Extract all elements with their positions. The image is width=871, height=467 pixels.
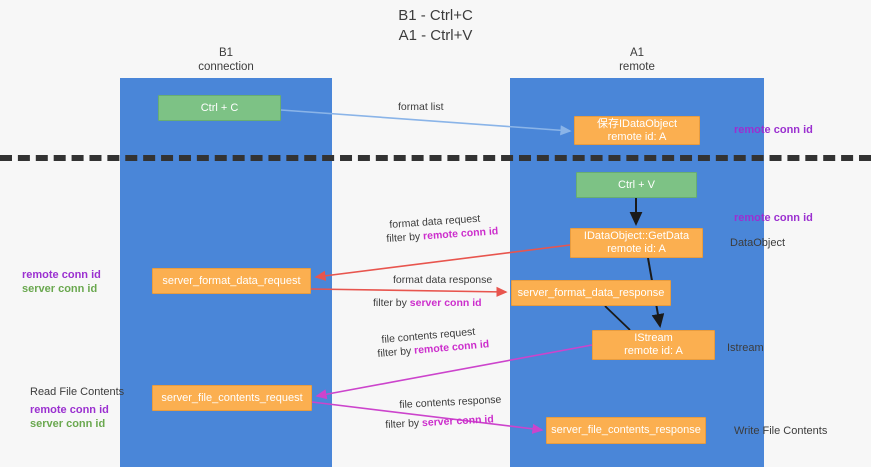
node-istream-remote-id: remote id: A	[624, 345, 683, 357]
node-server-format-data-response-label: server_format_data_response	[517, 286, 665, 299]
node-save-idataobject[interactable]: 保存IDataObject remote id: A	[574, 116, 700, 145]
filter-prefix: filter by	[385, 417, 423, 431]
node-idataobject-getdata-title: IDataObject::GetData	[583, 230, 690, 242]
edge-label-format-data-response-filter: filter by server conn id	[373, 297, 482, 310]
node-server-file-contents-response-label: server_file_contents_response	[551, 424, 701, 436]
annotation-remote-conn-id-top-text: remote conn id	[734, 124, 813, 136]
node-server-format-data-request[interactable]: server_format_data_request	[152, 268, 311, 294]
node-server-file-contents-response[interactable]: server_file_contents_response	[546, 417, 706, 444]
annotation-read-file-contents: Read File Contents	[30, 386, 125, 398]
annotation-write-file-contents: Write File Contents	[734, 424, 827, 438]
annotation-remote-conn-id-mid-text: remote conn id	[734, 212, 813, 224]
annotation-left-remote-conn-id-1: remote conn id	[22, 269, 101, 281]
edge-label-file-contents-response: file contents response	[399, 394, 502, 412]
lane-header-a1: A1 remote	[510, 46, 764, 74]
node-ctrl-v-label: Ctrl + V	[618, 178, 655, 191]
edge-label-format-list-text: format list	[398, 101, 444, 113]
node-ctrl-c[interactable]: Ctrl + C	[158, 95, 281, 121]
node-istream[interactable]: IStream remote id: A	[592, 330, 715, 360]
node-save-idataobject-remote-id: remote id: A	[607, 130, 667, 143]
annotation-write-file-contents-text: Write File Contents	[734, 425, 828, 437]
node-save-idataobject-title: 保存IDataObject	[596, 117, 678, 130]
node-server-format-data-response[interactable]: server_format_data_response	[511, 280, 671, 306]
edge-format-data-response	[310, 286, 508, 297]
edge-label-format-data-response: format data response	[393, 274, 492, 287]
node-istream-title: IStream	[634, 332, 673, 344]
lane-header-b1-role: connection	[198, 61, 254, 73]
annotation-remote-conn-id-mid: remote conn id	[734, 211, 813, 225]
edge-label-format-data-response-text: format data response	[393, 274, 493, 286]
filter-prefix: filter by	[377, 344, 415, 360]
node-idataobject-getdata[interactable]: IDataObject::GetData remote id: A	[570, 228, 703, 258]
annotation-left-remote-conn-id-2: remote conn id	[30, 404, 109, 416]
filter-key-server-conn-id: server conn id	[409, 297, 482, 309]
annotation-remote-conn-id-top: remote conn id	[734, 123, 813, 137]
annotation-istream: Istream	[727, 341, 764, 355]
annotation-left-server-conn-id-1: server conn id	[22, 283, 98, 295]
filter-prefix: filter by	[386, 230, 424, 245]
node-server-file-contents-request[interactable]: server_file_contents_request	[152, 385, 312, 411]
title-line-1: B1 - Ctrl+C	[398, 7, 473, 24]
phase-divider	[0, 155, 871, 161]
lane-header-b1-name: B1	[218, 47, 234, 59]
annotation-dataobject-text: DataObject	[730, 237, 786, 249]
annotation-left-conn-ids-2: Read File Contents remote conn id server…	[30, 385, 124, 431]
annotation-istream-text: Istream	[727, 342, 764, 354]
node-server-file-contents-request-label: server_file_contents_request	[161, 391, 303, 404]
edge-label-file-contents-response-filter: filter by server conn id	[385, 413, 494, 432]
annotation-left-server-conn-id-2: server conn id	[30, 418, 106, 430]
title-line-2: A1 - Ctrl+V	[398, 27, 473, 44]
filter-key-server-conn-id: server conn id	[421, 413, 495, 430]
lane-header-a1-name: A1	[629, 47, 645, 59]
page-title: B1 - Ctrl+C A1 - Ctrl+V	[0, 6, 871, 46]
node-idataobject-getdata-remote-id: remote id: A	[607, 243, 666, 255]
lane-header-b1: B1 connection	[120, 46, 332, 74]
annotation-dataobject: DataObject	[730, 236, 785, 250]
node-ctrl-v[interactable]: Ctrl + V	[576, 172, 697, 198]
node-ctrl-c-label: Ctrl + C	[200, 101, 239, 114]
filter-prefix: filter by	[373, 297, 410, 309]
edge-label-file-contents-response-text: file contents response	[399, 393, 502, 411]
lane-header-a1-role: remote	[619, 61, 655, 73]
annotation-left-conn-ids-1: remote conn id server conn id	[22, 268, 101, 296]
node-server-format-data-request-label: server_format_data_request	[162, 274, 301, 287]
edge-label-format-list: format list	[398, 101, 444, 114]
